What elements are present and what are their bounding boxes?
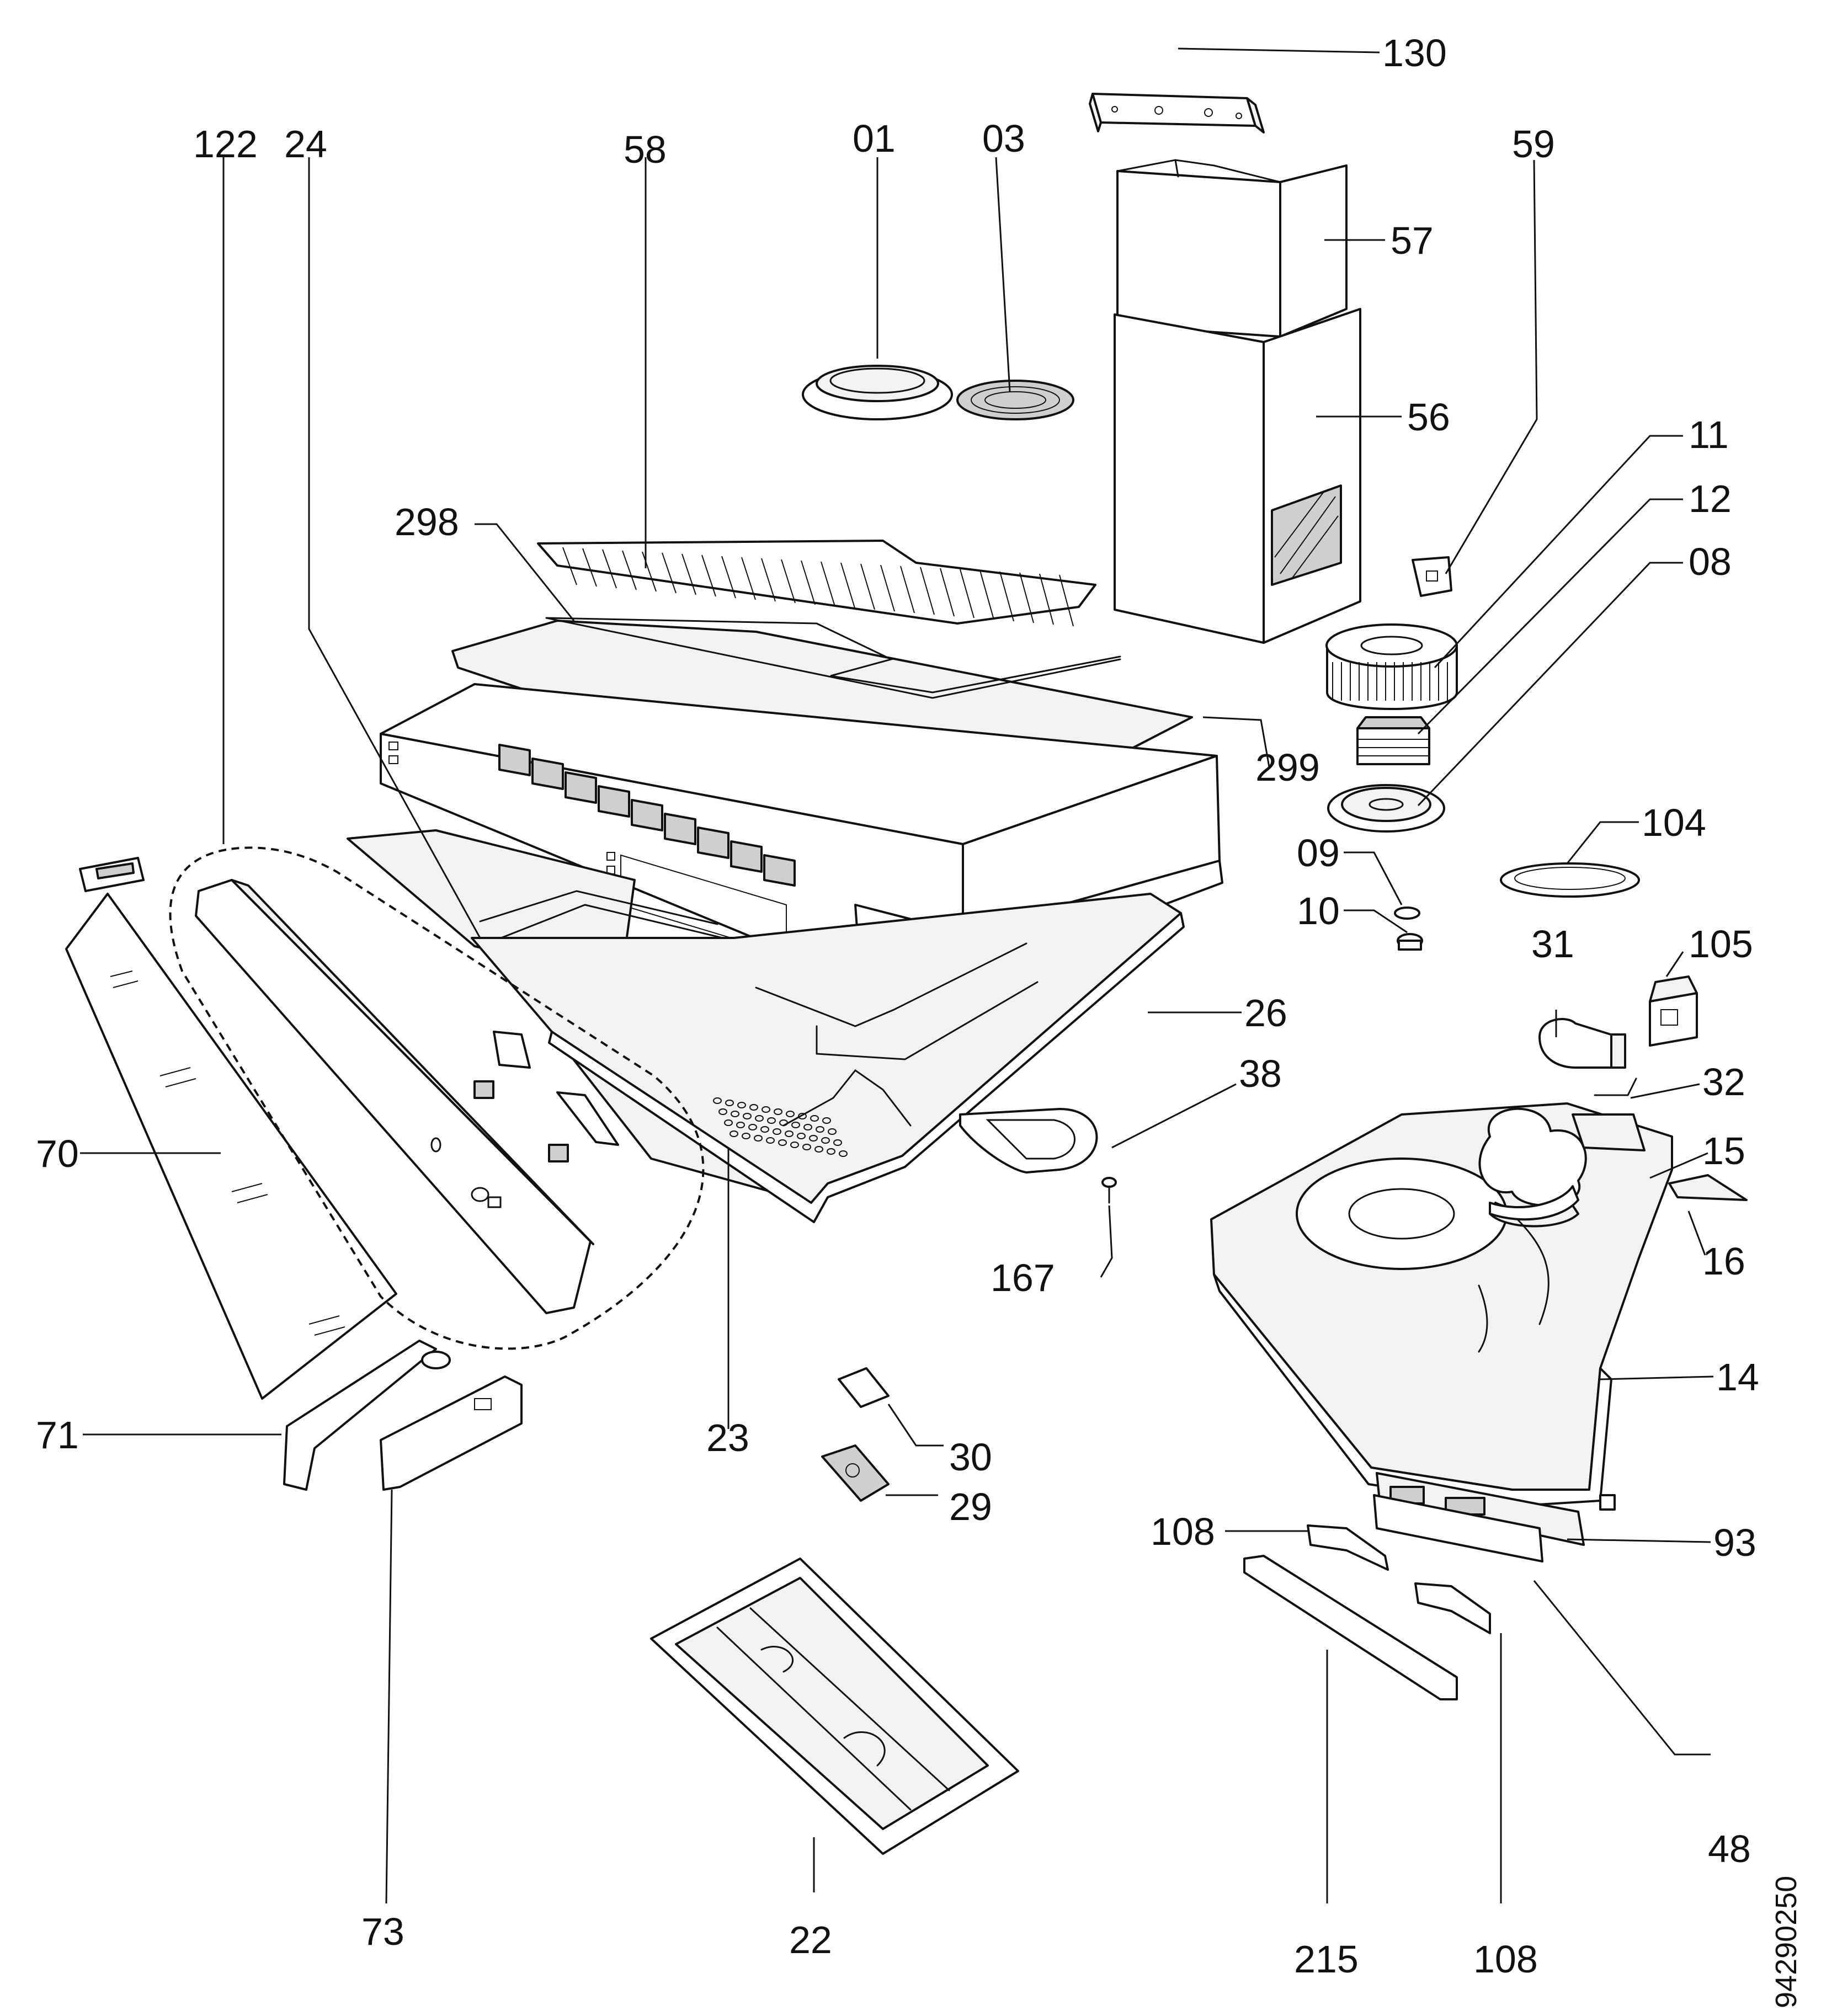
callout-30: 30 [949,1436,992,1479]
callout-31: 31 [1531,922,1574,966]
callout-57: 57 [1391,219,1434,262]
callout-58: 58 [624,128,667,171]
part-08-fan-wheel [1327,784,1445,833]
part-71-hinge-bracket [283,1340,451,1491]
callout-14: 14 [1716,1356,1759,1399]
part-switch-slider-a [473,1031,531,1099]
part-73-end-bracket [380,1375,523,1491]
part-31-lamp-bulb [1538,1018,1626,1069]
callout-48: 48 [1708,1827,1751,1870]
callout-labels: 130 122 24 58 01 03 59 57 56 11 12 08 29… [36,31,1803,2008]
part-29-holder [821,1444,890,1502]
callout-122: 122 [193,122,258,166]
callout-104: 104 [1642,801,1706,844]
part-105-switch [1649,975,1698,1047]
callout-70: 70 [36,1132,79,1175]
part-108-knob-upper [1307,1524,1389,1571]
callout-29: 29 [949,1485,992,1528]
part-48-board-panel [1373,1494,1543,1562]
part-03-mesh-disk [956,380,1074,420]
part-38-duct-plate [959,1108,1098,1174]
part-30-plate [838,1367,890,1408]
callout-08: 08 [1689,540,1732,583]
part-10-nut [1397,933,1423,951]
part-26-bottom-frame [471,893,1185,1223]
part-104-lamp-cover [1500,862,1640,898]
callout-22: 22 [789,1918,832,1961]
callout-15: 15 [1702,1129,1745,1172]
part-16-damper-flap [1668,1174,1748,1201]
part-switch-slider-b [548,1091,619,1162]
leader-lines [80,47,1714,1904]
part-108-knob-lower [1414,1582,1491,1634]
part-130-mounting-bracket [1089,93,1265,134]
callout-10: 10 [1297,889,1340,932]
callout-93: 93 [1713,1521,1756,1564]
callout-167: 167 [991,1256,1055,1299]
callout-105: 105 [1689,922,1753,966]
callout-11: 11 [1689,413,1729,456]
part-09-nut [1394,906,1420,920]
callout-298: 298 [395,500,459,543]
part-glass-clip [79,857,145,892]
callout-215: 215 [1294,1938,1359,1981]
drawing-code: 94290250 [1770,1876,1803,2008]
part-24-control-strip [195,879,594,1314]
callout-108-lower: 108 [1473,1938,1538,1981]
part-32-lamp-clip [1594,1078,1637,1096]
callout-24: 24 [284,122,327,166]
callout-108-upper: 108 [1151,1510,1215,1553]
callout-03: 03 [982,117,1025,160]
part-167-screw [1101,1177,1117,1204]
callout-299: 299 [1255,746,1320,789]
callout-09: 09 [1297,831,1340,874]
part-70-glass-panel [65,893,397,1400]
callout-130: 130 [1382,31,1447,74]
callout-71: 71 [36,1414,79,1457]
part-57-upper-chimney-cover [1116,159,1348,338]
callout-32: 32 [1702,1060,1745,1103]
part-56-lower-chimney-cover [1114,308,1361,644]
part-12-capacitor [1356,716,1430,765]
part-58-wire-grille [537,540,1096,627]
callout-01: 01 [853,117,896,160]
part-01-collar-ring [802,365,953,420]
callout-12: 12 [1689,477,1732,520]
callout-59: 59 [1512,122,1555,166]
part-11-motor [1325,623,1458,710]
callout-38: 38 [1239,1052,1282,1095]
part-215-control-bar [1243,1555,1458,1700]
callout-73: 73 [361,1910,404,1953]
part-15-baffle [1489,1185,1579,1221]
callout-16: 16 [1702,1240,1745,1283]
part-22-filter-cassette [650,1558,1019,1855]
part-122-control-strip-group [169,846,705,1350]
part-59-clip [1412,556,1452,597]
callout-26: 26 [1244,991,1287,1034]
callout-56: 56 [1407,396,1450,439]
part-14-fan-housing [1210,1102,1673,1507]
callout-23: 23 [706,1416,749,1459]
